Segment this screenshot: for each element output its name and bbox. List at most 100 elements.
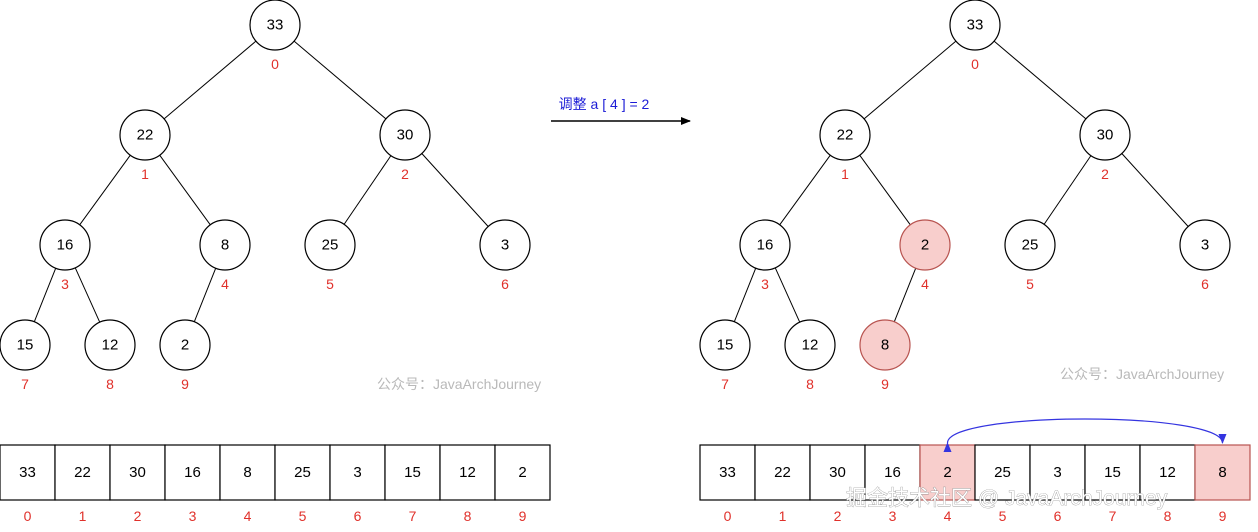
watermark-right: 公众号：JavaArchJourney <box>1060 366 1224 382</box>
tree-node-value: 22 <box>137 127 154 144</box>
tree-node-value: 15 <box>717 337 734 354</box>
array-cell-index: 8 <box>464 508 472 524</box>
tree-node-circle <box>199 219 251 271</box>
array-cell-value: 16 <box>884 464 901 481</box>
tree-node-index: 2 <box>1101 166 1109 182</box>
array-cell-value: 30 <box>129 464 146 481</box>
tree-node-index: 7 <box>21 376 29 392</box>
array-cell-value: 12 <box>1159 464 1176 481</box>
array-cell-value: 2 <box>943 464 951 481</box>
tree-edge <box>859 154 911 226</box>
array-cell-value: 15 <box>1104 464 1121 481</box>
array-cell <box>274 444 331 501</box>
tree-node-value: 33 <box>267 17 284 34</box>
array-cell-index: 3 <box>189 508 197 524</box>
array-cell <box>1084 444 1141 501</box>
tree-node-circle <box>784 319 836 371</box>
array-cell-value: 33 <box>19 464 36 481</box>
tree-node-index: 0 <box>971 56 979 72</box>
tree-node-index: 3 <box>761 276 769 292</box>
tree-node-circle <box>1079 109 1131 161</box>
array-cell-index: 3 <box>889 508 897 524</box>
tree-node-value: 12 <box>802 337 819 354</box>
array-cell-value: 22 <box>74 464 91 481</box>
array-cell <box>494 444 551 501</box>
array-cell-index: 7 <box>409 508 417 524</box>
tree-node-circle <box>819 109 871 161</box>
tree-edge <box>779 154 831 226</box>
array-cell-index: 2 <box>134 508 142 524</box>
tree-node-value: 25 <box>322 237 339 254</box>
array-cell-value: 33 <box>719 464 736 481</box>
array-cell-index: 9 <box>519 508 527 524</box>
array-cell <box>809 444 866 501</box>
array-cell-index: 5 <box>299 508 307 524</box>
tree-node-circle <box>379 109 431 161</box>
tree-edge <box>993 40 1087 120</box>
tree-node-index: 1 <box>141 166 149 182</box>
tree-node-value: 22 <box>837 127 854 144</box>
tree-node-index: 3 <box>61 276 69 292</box>
tree-node-value: 15 <box>17 337 34 354</box>
tree-node-circle <box>479 219 531 271</box>
array-cell-index: 2 <box>834 508 842 524</box>
tree-node-circle <box>39 219 91 271</box>
tree-node-circle <box>159 319 211 371</box>
tree-edge <box>893 268 917 322</box>
tree-node-value: 3 <box>501 237 509 254</box>
array-cell-index: 0 <box>24 508 32 524</box>
tree-node-index: 8 <box>806 376 814 392</box>
tree-node-index: 8 <box>106 376 114 392</box>
tree-node-value: 8 <box>881 337 889 354</box>
tree-node-index: 4 <box>921 276 929 292</box>
tree-edge <box>343 155 392 225</box>
array-cell-index: 1 <box>779 508 787 524</box>
array-cell-index: 9 <box>1219 508 1227 524</box>
array-cell-index: 4 <box>244 508 252 524</box>
tree-node-circle <box>1004 219 1056 271</box>
tree-node-value: 16 <box>757 237 774 254</box>
array-cell-index: 0 <box>724 508 732 524</box>
array-cell-value: 15 <box>404 464 421 481</box>
tree-node-circle <box>739 219 791 271</box>
array-cell-value: 25 <box>294 464 311 481</box>
tree-node-index: 7 <box>721 376 729 392</box>
tree-node-value: 16 <box>57 237 74 254</box>
tree-node-value: 2 <box>921 237 929 254</box>
array-cell-index: 4 <box>944 508 952 524</box>
tree-edge <box>33 268 57 322</box>
tree-edge <box>1121 153 1189 227</box>
tree-node-circle <box>949 0 1001 51</box>
array-cell-value: 22 <box>774 464 791 481</box>
tree-node-index: 4 <box>221 276 229 292</box>
array-cell-value: 3 <box>1053 464 1061 481</box>
tree-node-value: 12 <box>102 337 119 354</box>
array-cell-value: 2 <box>518 464 526 481</box>
array-cell-value: 8 <box>1218 464 1226 481</box>
tree-node-value: 25 <box>1022 237 1039 254</box>
tree-node-circle <box>249 0 301 51</box>
tree-node-value: 2 <box>181 337 189 354</box>
tree-edge <box>193 268 217 322</box>
array-cell-index: 8 <box>1164 508 1172 524</box>
tree-node-index: 9 <box>181 376 189 392</box>
array-cell-index: 6 <box>354 508 362 524</box>
tree-node-circle <box>119 109 171 161</box>
array-cell-value: 12 <box>459 464 476 481</box>
tree-node-index: 5 <box>326 276 334 292</box>
tree-node-value: 30 <box>1097 127 1114 144</box>
tree-node-value: 8 <box>221 237 229 254</box>
tree-edge <box>863 40 957 120</box>
array-cell <box>1139 444 1196 501</box>
tree-node-circle <box>84 319 136 371</box>
tree-node-circle <box>699 319 751 371</box>
tree-edge <box>733 268 757 322</box>
array-cell <box>109 444 166 501</box>
tree-node-index: 2 <box>401 166 409 182</box>
tree-node-index: 9 <box>881 376 889 392</box>
array-cell-index: 5 <box>999 508 1007 524</box>
array-cell-value: 8 <box>243 464 251 481</box>
tree-node-index: 1 <box>841 166 849 182</box>
